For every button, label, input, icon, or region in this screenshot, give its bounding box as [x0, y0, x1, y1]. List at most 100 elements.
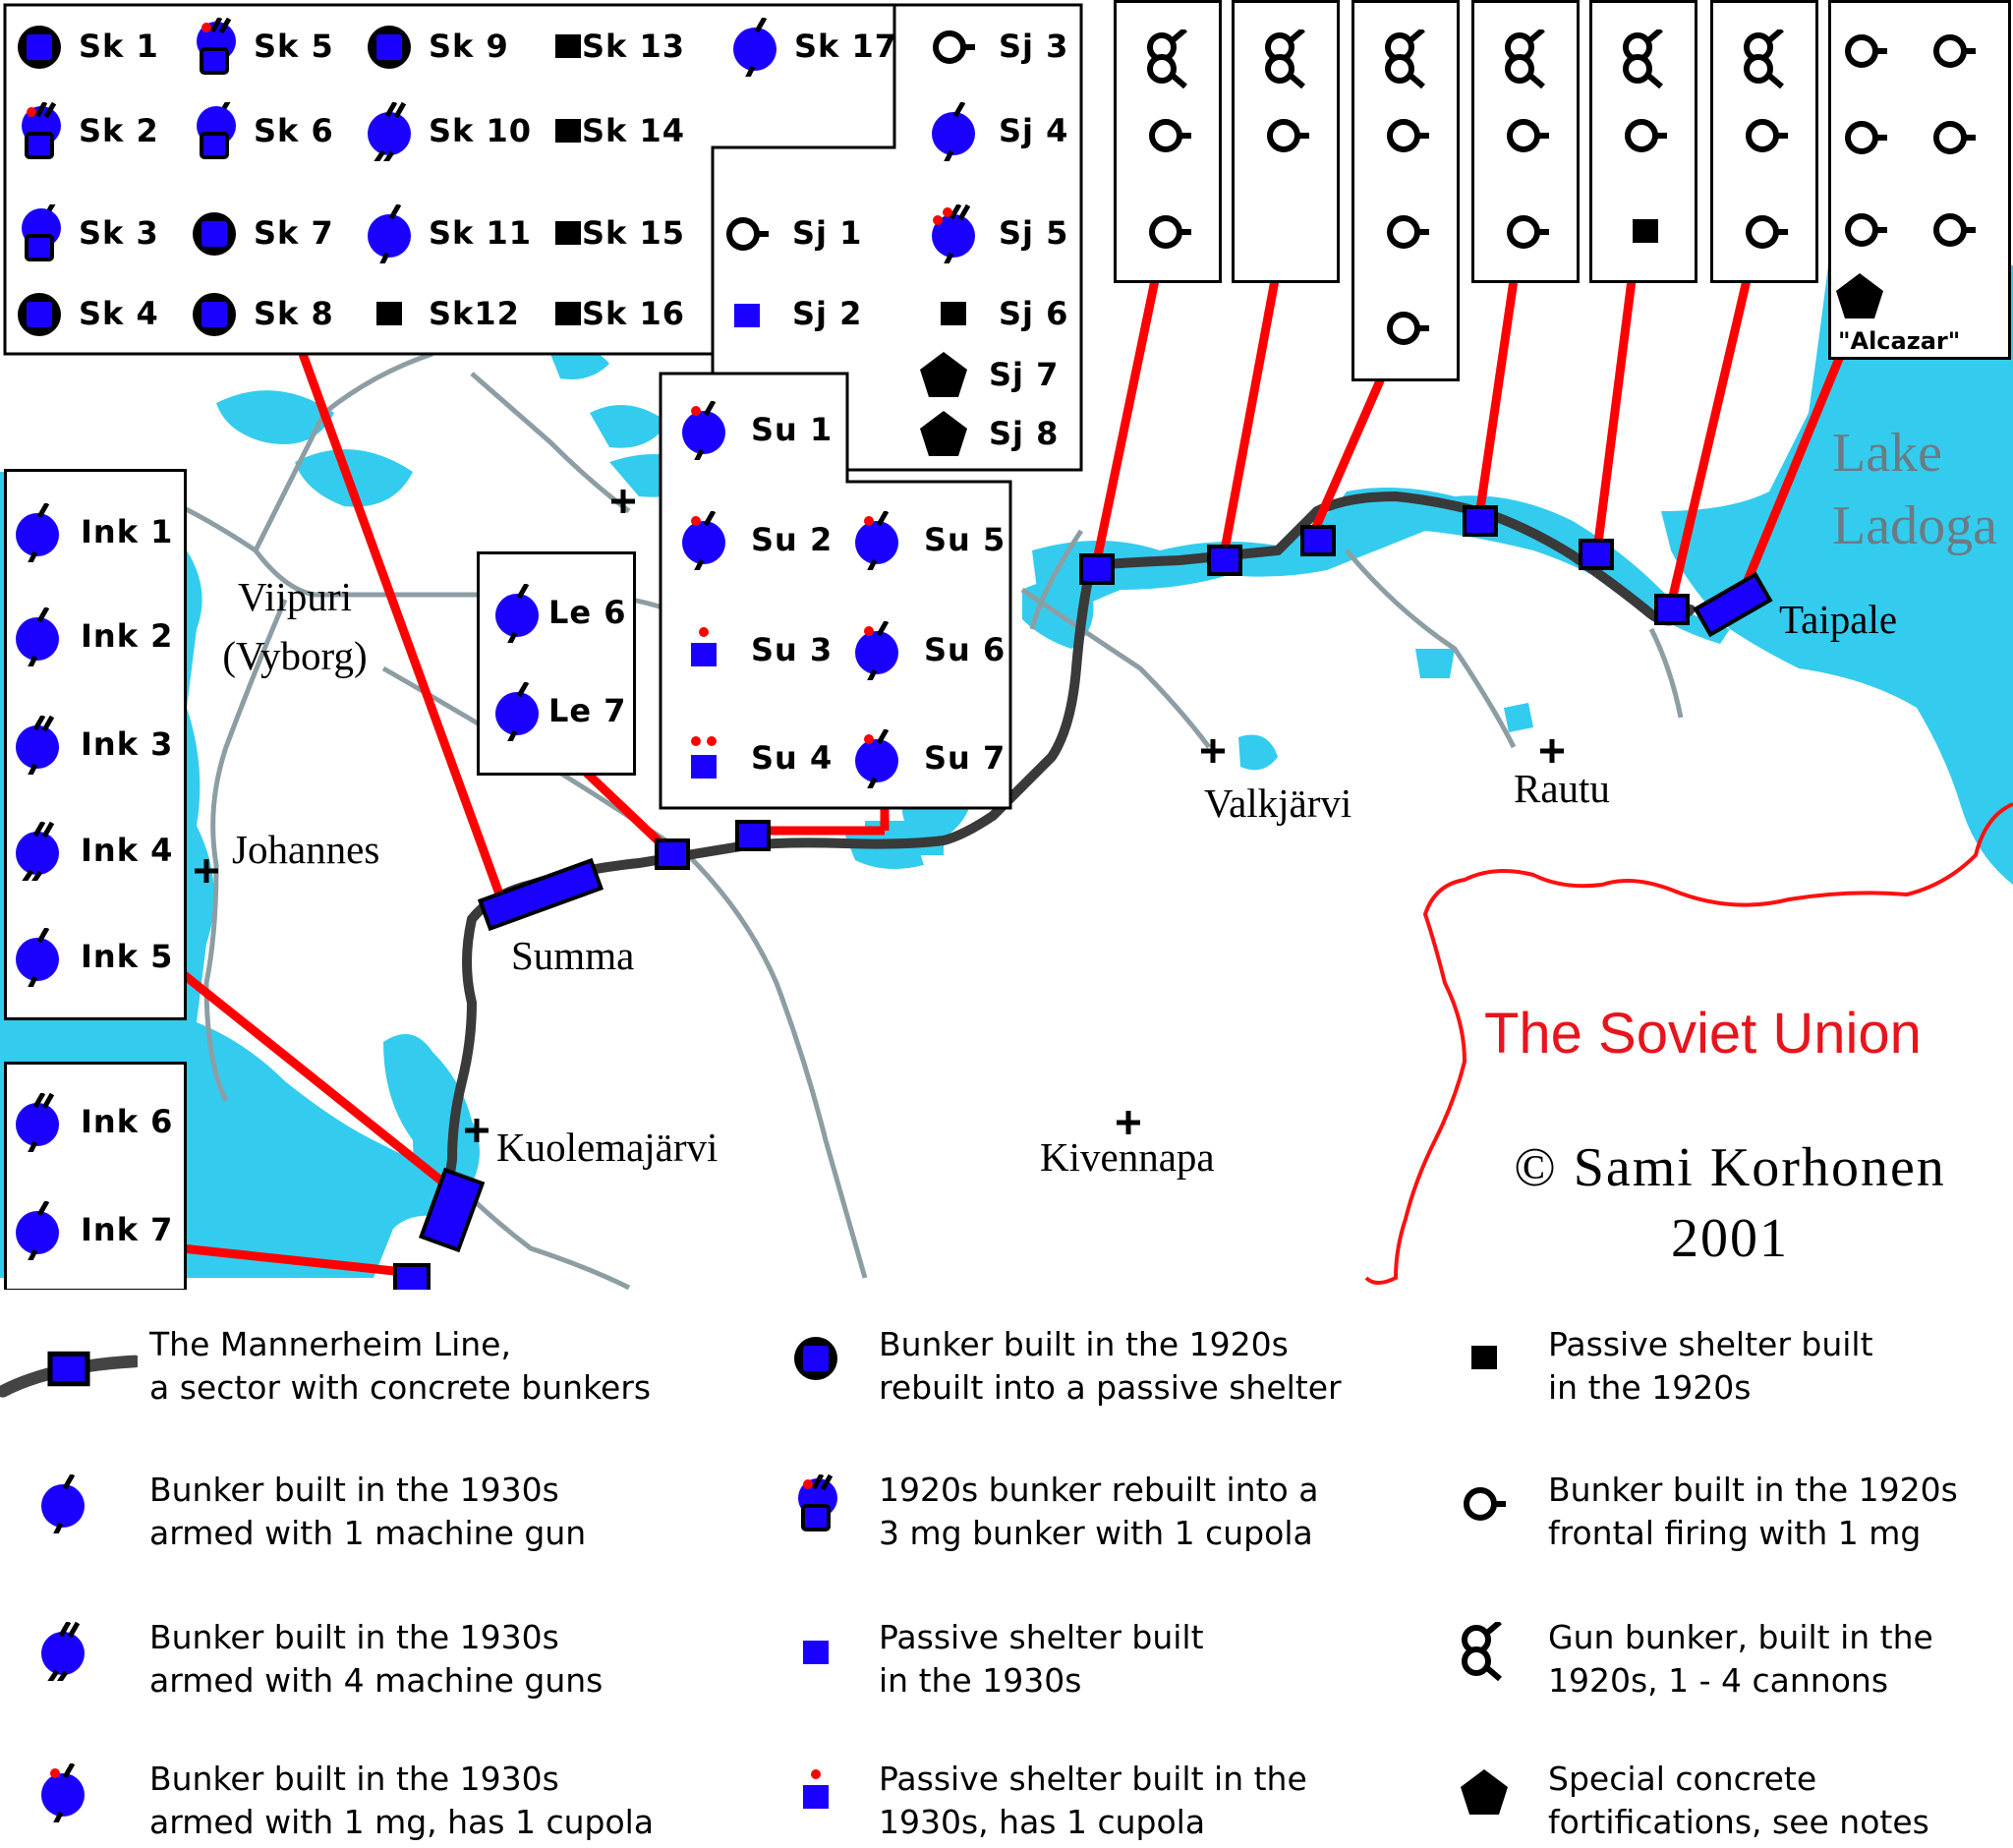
- legend-line1: Bunker built in the 1930s: [149, 1760, 559, 1798]
- 1920s-rebuilt-shelter-icon: [185, 204, 244, 263]
- sector-2: [1207, 545, 1242, 576]
- frontal-bunker-1920s-icon: [1925, 201, 1984, 260]
- frontal-bunker-1920s-icon: [924, 18, 983, 77]
- sk-label: Sk 9: [429, 28, 509, 65]
- passive-shelter-1930s-icon: [786, 1622, 885, 1720]
- su-label: Su 5: [924, 521, 1006, 558]
- legend-line2: in the 1920s: [1548, 1368, 1752, 1407]
- bunker-1930s-1mg-icon: [8, 501, 67, 566]
- bunker-1930s-1mg-icon: [8, 606, 67, 670]
- 1920s-rebuilt-shelter-icon: [185, 285, 244, 344]
- link-box3: [1307, 376, 1386, 538]
- mannerheim-line-icon: [0, 1329, 142, 1427]
- bunker-1930s-1mg-icon: [924, 100, 983, 165]
- link-alcazar: [1735, 352, 1846, 602]
- sector-6: [1654, 594, 1690, 625]
- legend-line1: Special concrete: [1548, 1760, 1817, 1798]
- passive-shelter-1920s-icon: [360, 285, 419, 344]
- su-label: Su 6: [924, 631, 1006, 668]
- sector-3: [1300, 525, 1336, 556]
- place-johannes: Johannes: [232, 827, 380, 872]
- cross-north: [611, 490, 635, 513]
- place-viipuri: Viipuri: [238, 574, 352, 619]
- sk-label: Sk12: [429, 295, 520, 332]
- frontal-bunker-1920s-icon: [1498, 106, 1557, 165]
- passive-shelter-1930s-icon: [718, 285, 776, 344]
- frontal-bunker-1920s-icon: [1258, 106, 1317, 165]
- cross-kuolema: [465, 1119, 489, 1142]
- lake-north3: [550, 348, 609, 379]
- sk-label: Sk 3: [79, 214, 159, 252]
- su-label: Su 1: [751, 411, 834, 448]
- copyright: © Sami Korhonen 2001: [1455, 1132, 2005, 1274]
- legend-line2: armed with 1 mg, has 1 cupola: [149, 1803, 655, 1841]
- passive-shelter-1920s-icon: [539, 102, 598, 161]
- sk-label: Sk 14: [582, 112, 685, 149]
- sk-label: Sk 8: [254, 295, 334, 332]
- place-rautu: Rautu: [1514, 766, 1610, 811]
- passive-shelter-1920s-icon: [539, 18, 598, 77]
- sk-label: Sk 15: [582, 214, 685, 252]
- sj-label: Sj 1: [792, 214, 863, 252]
- gun-bunker-icon: [1737, 27, 1796, 89]
- sector-kuolema: [418, 1167, 486, 1253]
- 1920s-rebuilt-3mg-icon: [185, 96, 244, 161]
- link-box5: [1592, 279, 1637, 551]
- frontal-bunker-1920s-icon: [1378, 299, 1437, 358]
- 1920s-rebuilt-3mg-cupola-icon: [786, 1473, 885, 1573]
- 1920s-rebuilt-shelter-icon: [10, 285, 69, 344]
- bunker-1930s-4mg-icon: [8, 820, 67, 886]
- le-label: Le 6: [548, 594, 627, 631]
- bunker-1930s-1mg-cupola-icon: [674, 399, 733, 464]
- sk-label: Sk 11: [429, 214, 532, 252]
- legend-line1: Bunker built in the 1920s: [879, 1325, 1289, 1363]
- passive-shelter-1920s-icon: [539, 204, 598, 263]
- bunker-1930s-1mg-cupola-icon: [847, 727, 906, 792]
- frontal-bunker-1920s-icon: [1836, 22, 1895, 81]
- place-summa: Summa: [511, 933, 635, 978]
- ink-label: Ink 6: [81, 1103, 174, 1140]
- place-valkjarvi: Valkjärvi: [1204, 780, 1352, 826]
- 1920s-rebuilt-shelter-icon: [10, 18, 69, 77]
- bunker-1930s-1mg-icon: [488, 680, 546, 745]
- place-taipale: Taipale: [1779, 597, 1898, 642]
- cross-rautu: [1540, 739, 1564, 763]
- legend-line2: in the 1930s: [879, 1661, 1082, 1700]
- vuoksi-waters: [1032, 488, 1730, 644]
- place-vyborg: (Vyborg): [222, 633, 368, 678]
- 1920s-rebuilt-shelter-icon: [360, 18, 419, 77]
- bunker-1930s-1mg-cupola-icon: [847, 509, 906, 574]
- frontal-bunker-1920s-icon: [1925, 108, 1984, 167]
- sk-label: Sk 7: [254, 214, 334, 252]
- sk-label: Sk 5: [254, 28, 334, 65]
- su-label: Su 4: [751, 739, 834, 777]
- legend-text: The Mannerheim Line,a sector with concre…: [149, 1323, 651, 1410]
- place-kivennapa: Kivennapa: [1040, 1134, 1215, 1180]
- su-label: Su 2: [751, 521, 834, 558]
- sk-label: Sk 17: [794, 28, 897, 65]
- place-kuolemajarvi: Kuolemajärvi: [496, 1125, 719, 1170]
- lake-viipuri-n1: [216, 390, 334, 444]
- lake-ladoga-label: Lake Ladoga: [1832, 417, 1997, 562]
- bunker-1930s-2cupola-icon: [924, 202, 983, 267]
- lake-viipuri-n2: [295, 449, 413, 507]
- frontal-bunker-1920s-icon: [1455, 1474, 1553, 1573]
- passive-shelter-1920s-icon: [1455, 1329, 1553, 1427]
- sj-label: Sj 8: [989, 415, 1060, 452]
- cross-kivennapa: [1117, 1111, 1140, 1134]
- road-rautu: [1345, 549, 1517, 749]
- frontal-bunker-1920s-icon: [1498, 202, 1557, 261]
- sk-label: Sk 4: [79, 295, 159, 332]
- frontal-bunker-1920s-icon: [1737, 106, 1796, 165]
- connector-lines: [179, 278, 1846, 1278]
- gun-bunker-icon: [1378, 27, 1437, 89]
- legend-line1: Bunker built in the 1920s: [1548, 1471, 1958, 1509]
- lake-label-line1: Lake: [1832, 423, 1942, 484]
- passive-shelter-1930s-2cupola-icon: [674, 729, 733, 788]
- legend-line1: Passive shelter built: [879, 1618, 1204, 1656]
